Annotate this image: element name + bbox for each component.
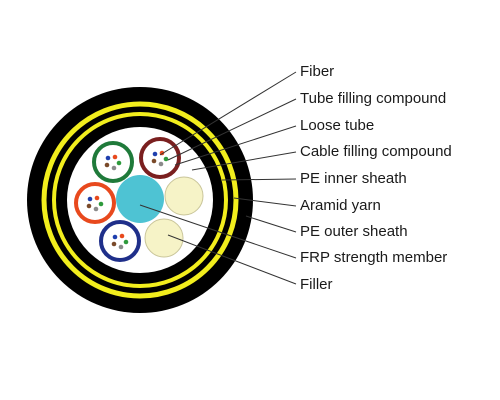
- leader-pe-inner: [221, 178, 297, 181]
- label-tube-filling-compound: Tube filling compound: [300, 90, 447, 107]
- leader-frp: [139, 204, 297, 259]
- label-fiber: Fiber: [300, 63, 335, 80]
- loose-tube-blue: [99, 220, 141, 262]
- leader-loose-tube: [174, 125, 297, 166]
- label-aramid-yarn: Aramid yarn: [300, 197, 381, 214]
- leader-fiber: [159, 71, 297, 156]
- leader-filler: [167, 234, 297, 285]
- leader-cable-filling: [191, 151, 297, 171]
- label-pe-outer-sheath: PE outer sheath: [300, 223, 408, 240]
- aramid-yarn-ring: [41, 101, 239, 299]
- frp-strength-member: [116, 175, 164, 223]
- loose-tube-green: [92, 141, 134, 183]
- pe-inner-sheath: [52, 112, 228, 288]
- filler-upper-right: [164, 176, 204, 216]
- leader-tube-filling: [167, 98, 297, 161]
- filler-lower: [144, 218, 184, 258]
- label-cable-filling-compound: Cable filling compound: [300, 143, 452, 160]
- leader-pe-outer: [245, 215, 297, 233]
- label-frp-strength-member: FRP strength member: [300, 249, 448, 266]
- label-loose-tube: Loose tube: [300, 117, 375, 134]
- leader-aramid: [233, 197, 297, 207]
- loose-tube-orange: [74, 182, 116, 224]
- label-filler: Filler: [300, 276, 333, 293]
- loose-tube-maroon: [139, 137, 181, 179]
- label-pe-inner-sheath: PE inner sheath: [300, 170, 407, 187]
